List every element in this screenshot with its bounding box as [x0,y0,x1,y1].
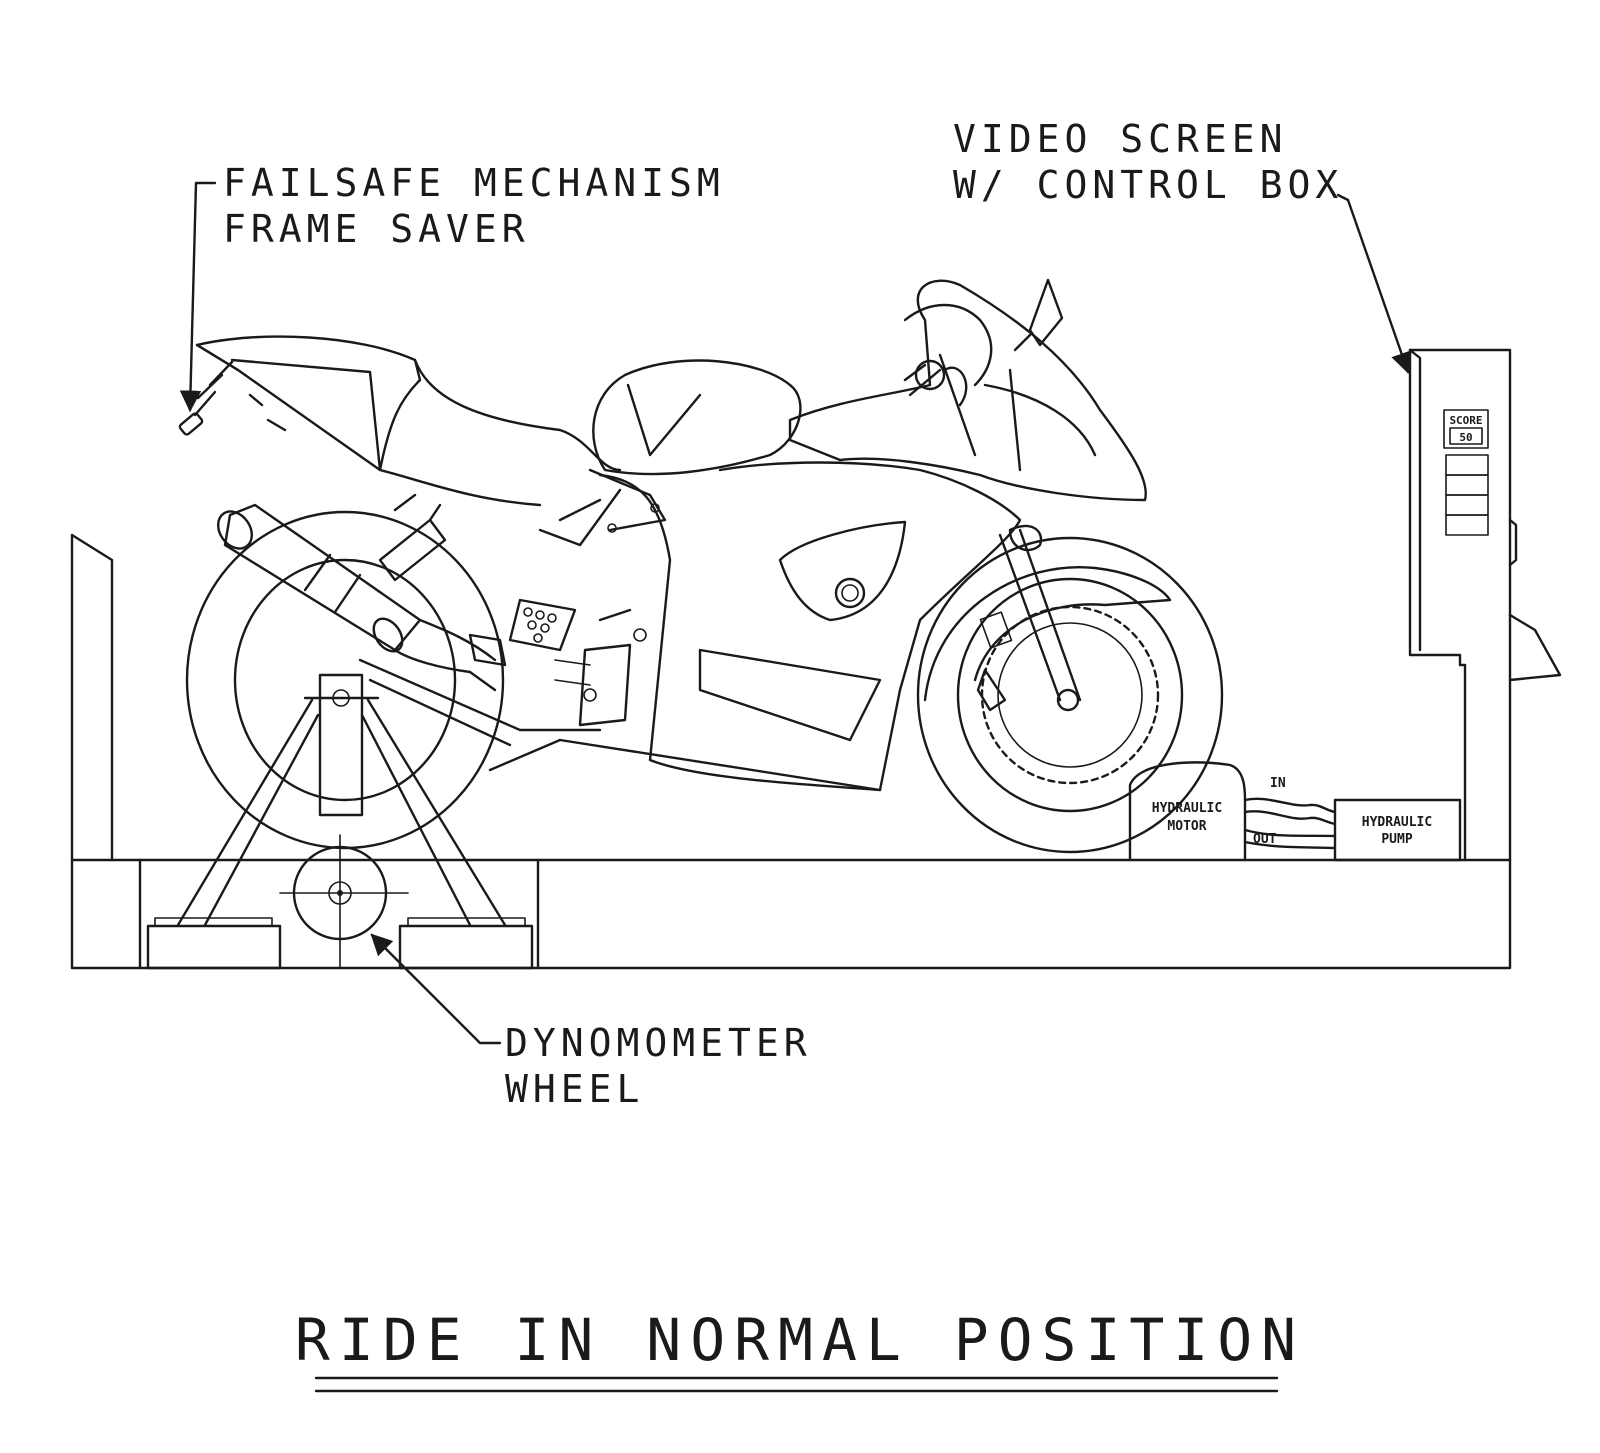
dyno-label-1: DYNOMOMETER [505,1021,812,1065]
diagram-title: RIDE IN NORMAL POSITION [295,1306,1305,1393]
dyno-label-2: WHEEL [505,1067,644,1111]
page-title: RIDE IN NORMAL POSITION [295,1306,1305,1374]
exhaust-muffler [216,503,497,692]
dyno-callout: DYNOMOMETER WHEEL [370,933,812,1111]
hydraulic-hoses: IN OUT [1243,776,1337,850]
hydraulic-pump: HYDRAULIC PUMP [1333,798,1462,862]
hydraulic-motor-label-1: HYDRAULIC [1152,801,1222,816]
hydraulic-motor-label-2: MOTOR [1167,819,1206,834]
video-screen-control-box: SCORE 50 [1408,348,1562,862]
video-label-1: VIDEO SCREEN [953,117,1288,161]
rear-stand [146,673,534,970]
failsafe-callout: FAILSAFE MECHANISM FRAME SAVER [179,161,725,413]
failsafe-label-2: FRAME SAVER [223,207,530,251]
hose-in-label: IN [1270,776,1286,791]
video-label-2: W/ CONTROL BOX [953,163,1343,207]
dynamometer-wheel [279,834,409,969]
motorcycle [178,278,1224,854]
hose-out-label: OUT [1253,832,1277,847]
score-label: SCORE [1449,414,1482,427]
hydraulic-motor: HYDRAULIC MOTOR [1128,761,1247,862]
base-platform [70,533,1512,970]
score-value: 50 [1459,431,1472,444]
video-screen-callout: VIDEO SCREEN W/ CONTROL BOX [953,117,1412,375]
hydraulic-pump-label-2: PUMP [1381,832,1412,847]
hydraulic-pump-label-1: HYDRAULIC [1362,815,1432,830]
rear-wheel [185,510,505,850]
failsafe-label-1: FAILSAFE MECHANISM [223,161,725,205]
